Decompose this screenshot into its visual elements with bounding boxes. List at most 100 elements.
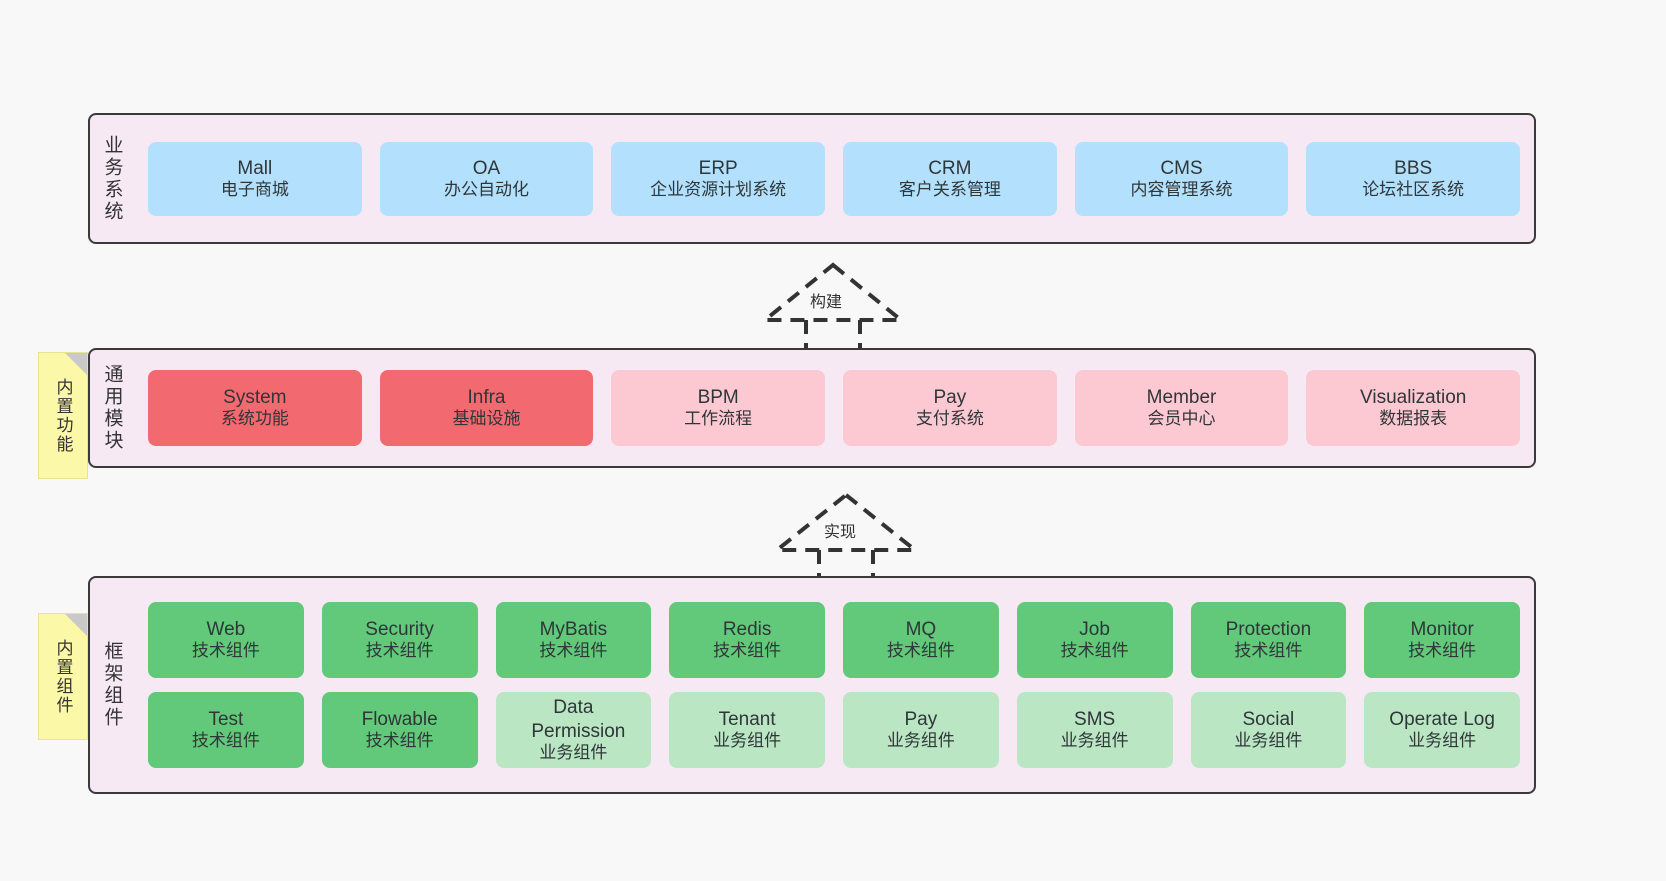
layer-title-business-system: 业务系统 xyxy=(101,134,123,223)
card-system-cn: 系统功能 xyxy=(220,409,289,429)
note-fold-corner-icon xyxy=(65,614,87,636)
card-visualization-cn: 数据报表 xyxy=(1379,409,1448,429)
card-oa-cn: 办公自动化 xyxy=(444,179,529,199)
framework-tech-row: Web 技术组件 Security 技术组件 MyBatis 技术组件 Redi… xyxy=(148,602,1520,678)
card-crm-en: CRM xyxy=(928,157,972,179)
card-web-cn: 技术组件 xyxy=(191,641,260,661)
card-sms[interactable]: SMS 业务组件 xyxy=(1016,692,1173,768)
card-security[interactable]: Security 技术组件 xyxy=(321,602,478,678)
card-social-en: Social xyxy=(1242,709,1295,731)
layer-title-common-module: 通用模块 xyxy=(101,364,123,452)
card-cms[interactable]: CMS 内容管理系统 xyxy=(1074,141,1289,216)
card-tenant-cn: 业务组件 xyxy=(713,731,782,751)
card-job-en: Job xyxy=(1079,619,1110,641)
card-data-permission[interactable]: Data Permission 业务组件 xyxy=(495,692,652,768)
card-protection[interactable]: Protection 技术组件 xyxy=(1190,602,1347,678)
card-infra[interactable]: Infra 基础设施 xyxy=(379,370,594,446)
card-pay-module-cn: 支付系统 xyxy=(915,409,984,429)
card-job-cn: 技术组件 xyxy=(1060,641,1129,661)
card-bpm-cn: 工作流程 xyxy=(684,409,753,429)
card-test[interactable]: Test 技术组件 xyxy=(148,692,304,768)
layer-business-system: 业务系统 Mall 电子商城 OA 办公自动化 ERP 企业资源计划系统 CRM… xyxy=(88,113,1536,244)
card-oa[interactable]: OA 办公自动化 xyxy=(379,141,594,216)
card-test-en: Test xyxy=(208,709,244,731)
card-flowable[interactable]: Flowable 技术组件 xyxy=(321,692,478,768)
card-operate-log-cn: 业务组件 xyxy=(1408,731,1477,751)
card-security-en: Security xyxy=(365,619,434,641)
card-operate-log[interactable]: Operate Log 业务组件 xyxy=(1364,692,1520,768)
card-pay-component-en: Pay xyxy=(904,709,938,731)
card-mybatis[interactable]: MyBatis 技术组件 xyxy=(495,602,652,678)
card-system-en: System xyxy=(223,387,287,409)
card-social[interactable]: Social 业务组件 xyxy=(1190,692,1347,768)
card-web-en: Web xyxy=(206,619,246,641)
common-module-row: System 系统功能 Infra 基础设施 BPM 工作流程 Pay 支付系统… xyxy=(148,370,1521,446)
card-mq-cn: 技术组件 xyxy=(886,641,955,661)
card-bbs[interactable]: BBS 论坛社区系统 xyxy=(1306,141,1521,216)
layer-framework-component: 框架组件 Web 技术组件 Security 技术组件 MyBatis 技术组件… xyxy=(88,576,1536,794)
card-bpm[interactable]: BPM 工作流程 xyxy=(611,370,826,446)
layer-body-framework-component: Web 技术组件 Security 技术组件 MyBatis 技术组件 Redi… xyxy=(134,578,1534,792)
card-redis[interactable]: Redis 技术组件 xyxy=(669,602,825,678)
card-redis-en: Redis xyxy=(722,619,772,641)
card-crm-cn: 客户关系管理 xyxy=(898,179,1001,199)
card-bpm-en: BPM xyxy=(697,387,739,409)
layer-body-business-system: Mall 电子商城 OA 办公自动化 ERP 企业资源计划系统 CRM 客户关系… xyxy=(134,115,1534,242)
card-member[interactable]: Member 会员中心 xyxy=(1074,370,1289,446)
note-builtin-component: 内置组件 xyxy=(38,613,88,740)
card-infra-cn: 基础设施 xyxy=(452,409,521,429)
card-member-cn: 会员中心 xyxy=(1147,409,1216,429)
card-social-cn: 业务组件 xyxy=(1234,731,1303,751)
card-monitor[interactable]: Monitor 技术组件 xyxy=(1364,602,1520,678)
connector-build-label: 构建 xyxy=(808,288,845,312)
card-web[interactable]: Web 技术组件 xyxy=(148,602,304,678)
note-builtin-component-label: 内置组件 xyxy=(53,638,73,715)
card-security-cn: 技术组件 xyxy=(365,641,434,661)
connector-build-shape xyxy=(759,262,907,352)
card-pay-component-cn: 业务组件 xyxy=(886,731,955,751)
note-builtin-function-label: 内置功能 xyxy=(53,377,73,454)
card-tenant[interactable]: Tenant 业务组件 xyxy=(669,692,825,768)
card-mall-en: Mall xyxy=(237,157,273,179)
card-cms-en: CMS xyxy=(1160,157,1203,179)
card-erp[interactable]: ERP 企业资源计划系统 xyxy=(611,141,826,216)
card-operate-log-en: Operate Log xyxy=(1389,709,1495,731)
card-mall[interactable]: Mall 电子商城 xyxy=(148,141,362,216)
card-infra-en: Infra xyxy=(467,387,506,409)
card-tenant-en: Tenant xyxy=(718,709,776,731)
card-pay-component[interactable]: Pay 业务组件 xyxy=(843,692,999,768)
card-sms-cn: 业务组件 xyxy=(1060,731,1129,751)
card-oa-en: OA xyxy=(472,157,501,179)
card-mall-cn: 电子商城 xyxy=(220,179,289,199)
card-pay-module-en: Pay xyxy=(933,387,967,409)
card-pay-module[interactable]: Pay 支付系统 xyxy=(843,370,1057,446)
card-sms-en: SMS xyxy=(1074,709,1116,731)
card-flowable-en: Flowable xyxy=(361,709,438,731)
card-flowable-cn: 技术组件 xyxy=(365,731,434,751)
card-visualization-en: Visualization xyxy=(1360,387,1467,409)
card-mq[interactable]: MQ 技术组件 xyxy=(843,602,999,678)
layer-common-module: 通用模块 System 系统功能 Infra 基础设施 BPM 工作流程 Pay… xyxy=(88,348,1536,468)
card-bbs-en: BBS xyxy=(1394,157,1433,179)
card-redis-cn: 技术组件 xyxy=(713,641,782,661)
card-cms-cn: 内容管理系统 xyxy=(1130,179,1233,199)
card-protection-cn: 技术组件 xyxy=(1234,641,1303,661)
framework-business-row: Test 技术组件 Flowable 技术组件 Data Permission … xyxy=(148,692,1520,768)
card-data-permission-en: Data Permission xyxy=(531,697,626,742)
card-job[interactable]: Job 技术组件 xyxy=(1016,602,1173,678)
layer-body-common-module: System 系统功能 Infra 基础设施 BPM 工作流程 Pay 支付系统… xyxy=(134,350,1534,466)
card-visualization[interactable]: Visualization 数据报表 xyxy=(1306,370,1521,446)
card-erp-en: ERP xyxy=(698,157,738,179)
card-erp-cn: 企业资源计划系统 xyxy=(650,179,787,199)
note-fold-corner-icon xyxy=(65,353,87,375)
connector-implement-shape xyxy=(771,492,921,580)
card-system[interactable]: System 系统功能 xyxy=(148,370,362,446)
card-monitor-cn: 技术组件 xyxy=(1408,641,1477,661)
note-builtin-function: 内置功能 xyxy=(38,352,88,479)
connector-build: 构建 xyxy=(759,260,907,352)
card-mybatis-en: MyBatis xyxy=(539,619,608,641)
card-member-en: Member xyxy=(1146,387,1217,409)
card-crm[interactable]: CRM 客户关系管理 xyxy=(843,141,1057,216)
card-protection-en: Protection xyxy=(1225,619,1312,641)
